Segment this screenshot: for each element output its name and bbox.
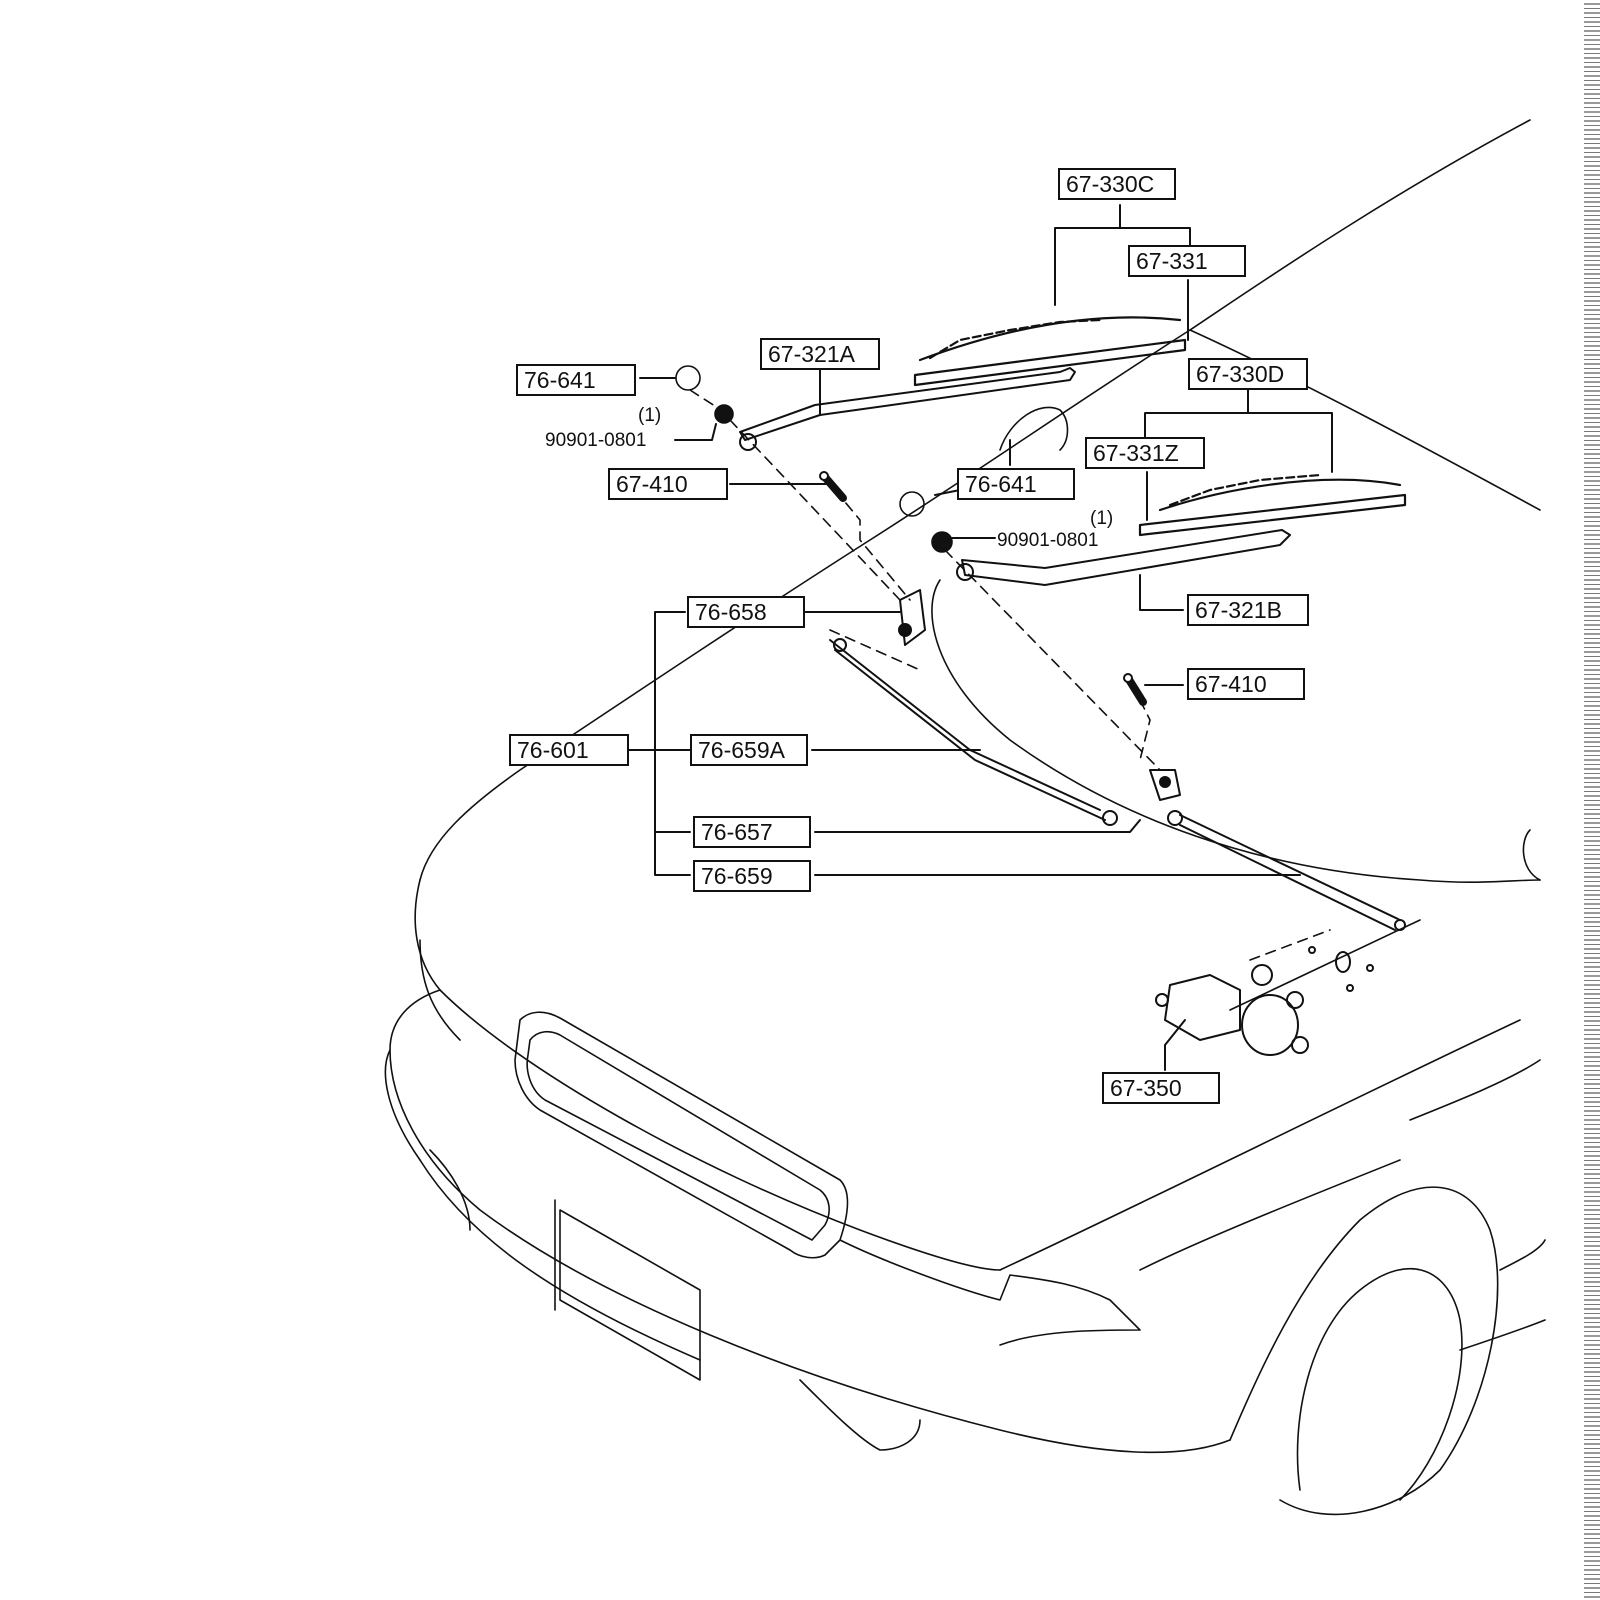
callout-76-641-right[interactable]: 76-641 [957,468,1075,500]
callout-67-330c[interactable]: 67-330C [1058,168,1176,200]
callout-76-657[interactable]: 76-657 [693,816,811,848]
callout-76-601[interactable]: 76-601 [509,734,629,766]
callout-67-410-left[interactable]: 67-410 [608,468,728,500]
part-90901-0801-left[interactable]: 90901-0801 [545,430,647,451]
bolt-right [1123,673,1147,706]
wiper-arm-right [956,529,1291,586]
callout-67-321a[interactable]: 67-321A [760,338,880,370]
callout-76-641-left[interactable]: 76-641 [516,364,636,396]
pivot-cap-right [899,491,953,553]
assembly-lines [689,389,1331,961]
leader-lines [627,204,1333,1071]
wiper-arm-left [739,367,1076,451]
callout-67-410-right[interactable]: 67-410 [1187,668,1305,700]
callout-76-659a[interactable]: 76-659A [690,734,808,766]
callout-67-331z[interactable]: 67-331Z [1085,437,1205,469]
pivot-cap-left [675,365,734,424]
wiper-motor [1155,946,1374,1056]
bolt-left [819,471,847,502]
wiper-blade-left [913,316,1187,387]
qty-90901-0801-right: (1) [1090,508,1114,529]
car-body-outline [384,119,1546,1516]
wiper-linkage [829,589,1406,931]
callout-76-659[interactable]: 76-659 [693,860,811,892]
part-90901-0801-right[interactable]: 90901-0801 [997,530,1099,551]
callout-67-350[interactable]: 67-350 [1102,1072,1220,1104]
callout-76-658[interactable]: 76-658 [687,596,805,628]
scan-edge-border [1584,0,1600,1600]
wiper-blade-right [1138,473,1407,537]
callout-67-321b[interactable]: 67-321B [1187,594,1309,626]
qty-90901-0801-left: (1) [638,405,662,426]
callout-67-331[interactable]: 67-331 [1128,245,1246,277]
callout-67-330d[interactable]: 67-330D [1188,358,1308,390]
